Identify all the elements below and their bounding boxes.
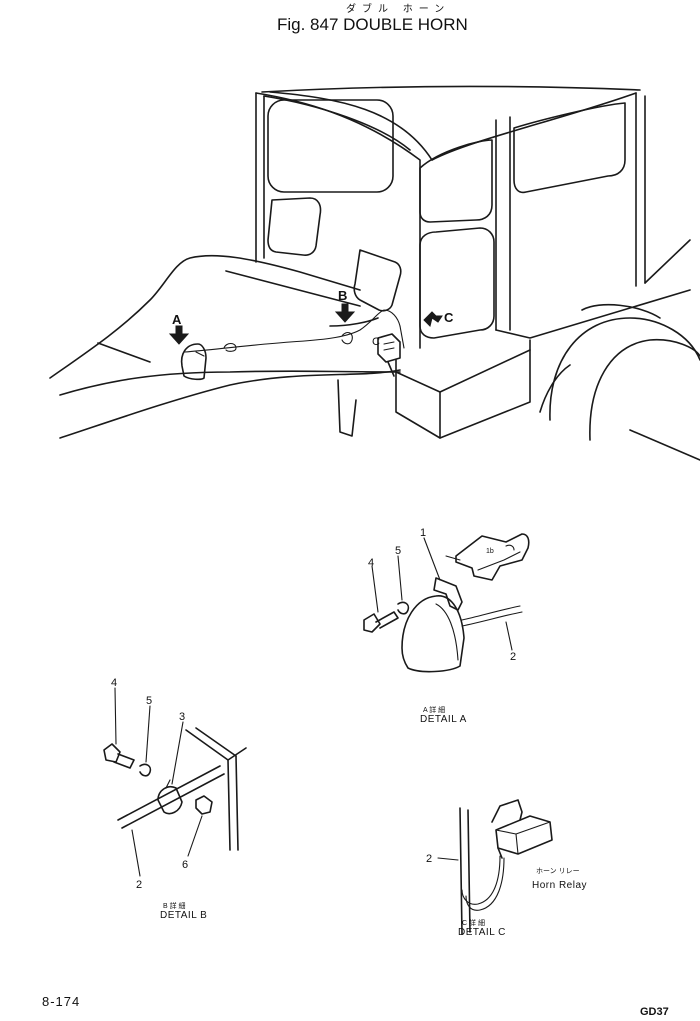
model-code: GD37: [640, 1006, 669, 1018]
detail-a-drawing: [363, 533, 530, 673]
detail-b-jp-label: B 詳 細: [163, 901, 186, 910]
detail-a-callout-1: 1: [420, 527, 426, 539]
detail-a-label: DETAIL A: [420, 714, 467, 725]
horn-relay-label: Horn Relay: [532, 880, 587, 891]
detail-b-callout-4: 4: [111, 677, 117, 689]
view-arrow-a: A: [168, 312, 190, 345]
view-arrow-a-label: A: [172, 312, 182, 327]
figure-title: Fig. 847 DOUBLE HORN: [277, 15, 468, 34]
detail-a-callout-4: 4: [368, 557, 374, 569]
view-arrow-b: B: [334, 288, 356, 323]
view-arrow-b-label: B: [338, 288, 347, 303]
horn-relay-jp-label: ホーン リレー: [536, 867, 580, 875]
detail-a-bracket-mark: 1b: [486, 548, 494, 555]
detail-b-drawing: [103, 687, 247, 877]
machine-overview: [49, 85, 700, 461]
detail-b-label: DETAIL B: [160, 910, 207, 921]
detail-b-callout-6: 6: [182, 859, 188, 871]
detail-b-callout-2: 2: [136, 879, 142, 891]
view-arrow-c: C: [423, 310, 454, 327]
figure-kana-title: ダブル ホーン: [346, 2, 450, 15]
detail-b-callout-5: 5: [146, 695, 152, 707]
detail-b-callout-3: 3: [179, 711, 185, 723]
view-arrow-c-label: C: [444, 310, 454, 325]
detail-a-jp-label: A 詳 細: [423, 705, 445, 714]
detail-a-callout-5: 5: [395, 545, 401, 557]
detail-c-jp-label: C 詳 細: [462, 918, 485, 927]
callout-main-c: C: [372, 336, 380, 348]
detail-c-callout-2: 2: [426, 853, 432, 865]
detail-c-label: DETAIL C: [458, 927, 506, 938]
page-number: 8-174: [42, 994, 80, 1009]
detail-a-callout-2: 2: [510, 651, 516, 663]
detail-c-drawing: [437, 799, 553, 935]
